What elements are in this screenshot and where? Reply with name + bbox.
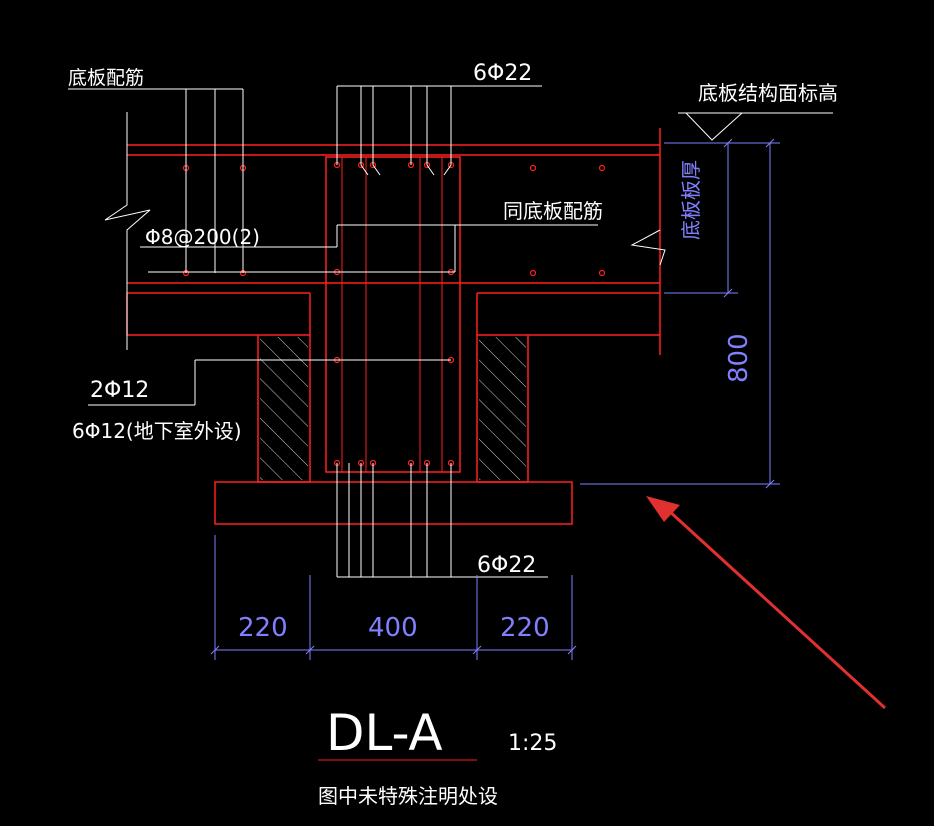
label-top-bars: 6Φ22: [473, 61, 532, 86]
label-slab-thickness: 底板板厚: [679, 160, 703, 240]
label-bottom-bars: 6Φ22: [477, 553, 536, 578]
label-slab-top-elevation: 底板结构面标高: [698, 81, 838, 105]
concrete-outline: [126, 128, 661, 525]
label-side-bars-2: 6Φ12(地下室外设): [72, 419, 242, 443]
dimension-lines: [210, 138, 780, 660]
dim-left: 220: [238, 613, 288, 643]
dim-right: 220: [500, 613, 550, 643]
left-wall-hatch: [260, 337, 308, 480]
red-arrow-annotation: [646, 496, 887, 710]
label-bottom-slab-rebar: 底板配筋: [68, 67, 144, 89]
beam-id: DL-A: [326, 704, 443, 762]
right-wall-hatch: [479, 337, 526, 480]
label-stirrup: Φ8@200(2): [145, 225, 260, 249]
drawing-note: 图中未特殊注明处设: [318, 784, 498, 808]
dim-height: 800: [724, 333, 754, 383]
label-same-as-slab-rebar: 同底板配筋: [503, 199, 603, 223]
dim-middle: 400: [368, 613, 418, 643]
label-side-bars-1: 2Φ12: [90, 378, 149, 403]
drawing-scale: 1:25: [508, 731, 557, 756]
rebar-lines: [68, 85, 833, 761]
